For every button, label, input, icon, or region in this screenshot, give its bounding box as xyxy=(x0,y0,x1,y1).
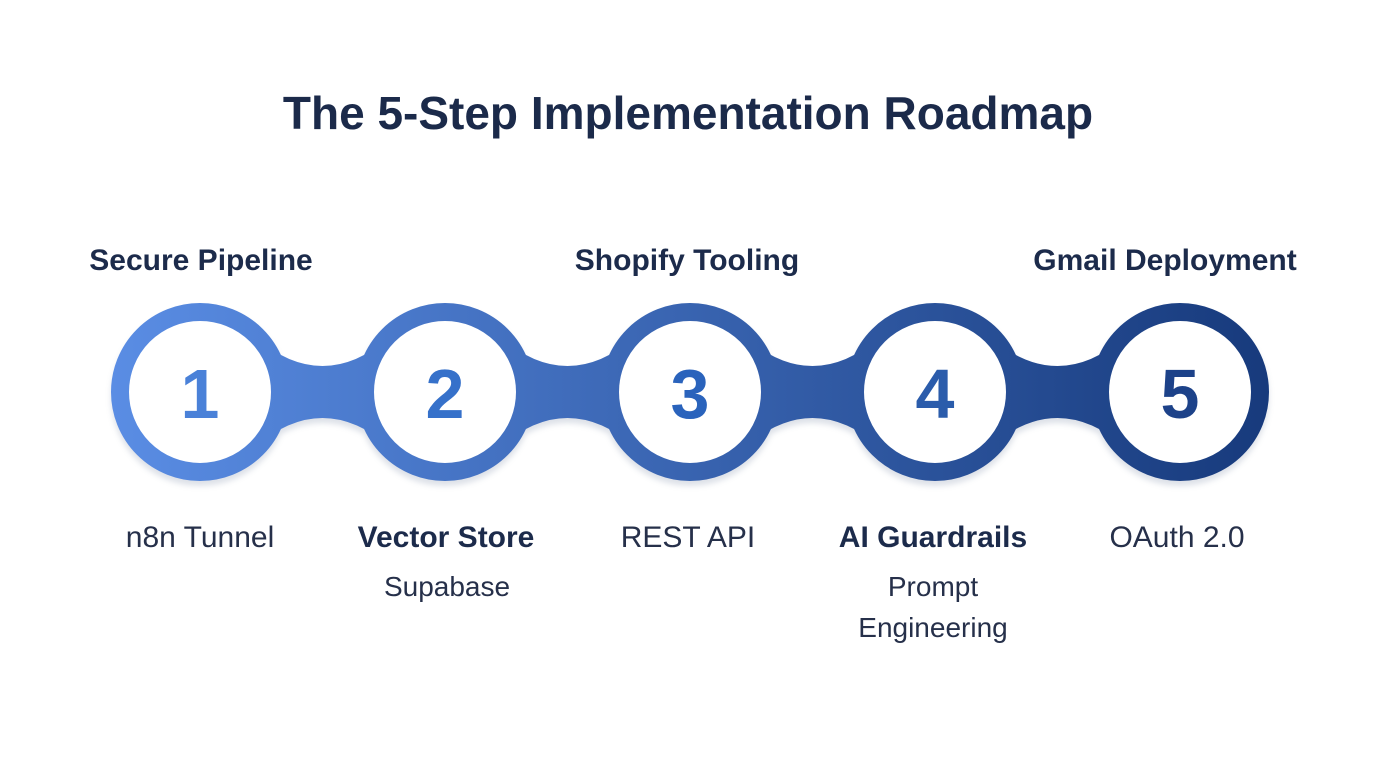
step-1-top-label: Secure Pipeline xyxy=(89,244,313,277)
step-4-number: 4 xyxy=(916,355,955,433)
step-4-label: AI Guardrails xyxy=(838,521,1028,554)
step-5-number: 5 xyxy=(1161,355,1200,433)
step-3-number: 3 xyxy=(671,355,710,433)
connector-3-4 xyxy=(745,337,880,447)
step-1-label: n8n Tunnel xyxy=(125,521,275,554)
step-4-sublabel: Prompt Engineering xyxy=(858,571,1008,643)
step-1-number: 1 xyxy=(181,355,220,433)
step-3-circle xyxy=(601,303,779,481)
step-1-circle xyxy=(111,303,289,481)
step-2-sublabel: Supabase xyxy=(383,571,511,602)
step-5-label: OAuth 2.0 xyxy=(1109,521,1245,554)
step-3-top-label: Shopify Tooling xyxy=(574,244,800,277)
page-title: The 5-Step Implementation Roadmap xyxy=(282,87,1094,139)
step-2-label: Vector Store xyxy=(357,521,535,554)
step-3-label: REST API xyxy=(620,521,756,554)
connector-1-2 xyxy=(255,337,390,447)
step-4-circle xyxy=(846,303,1024,481)
step-2-circle xyxy=(356,303,534,481)
step-2-number: 2 xyxy=(426,355,465,433)
step-5-top-label: Gmail Deployment xyxy=(1033,244,1297,277)
connector-2-3 xyxy=(500,337,635,447)
step-chain-graphic: 1 2 3 4 5 xyxy=(111,303,1269,481)
step-5-circle xyxy=(1091,303,1269,481)
connector-4-5 xyxy=(990,337,1125,447)
